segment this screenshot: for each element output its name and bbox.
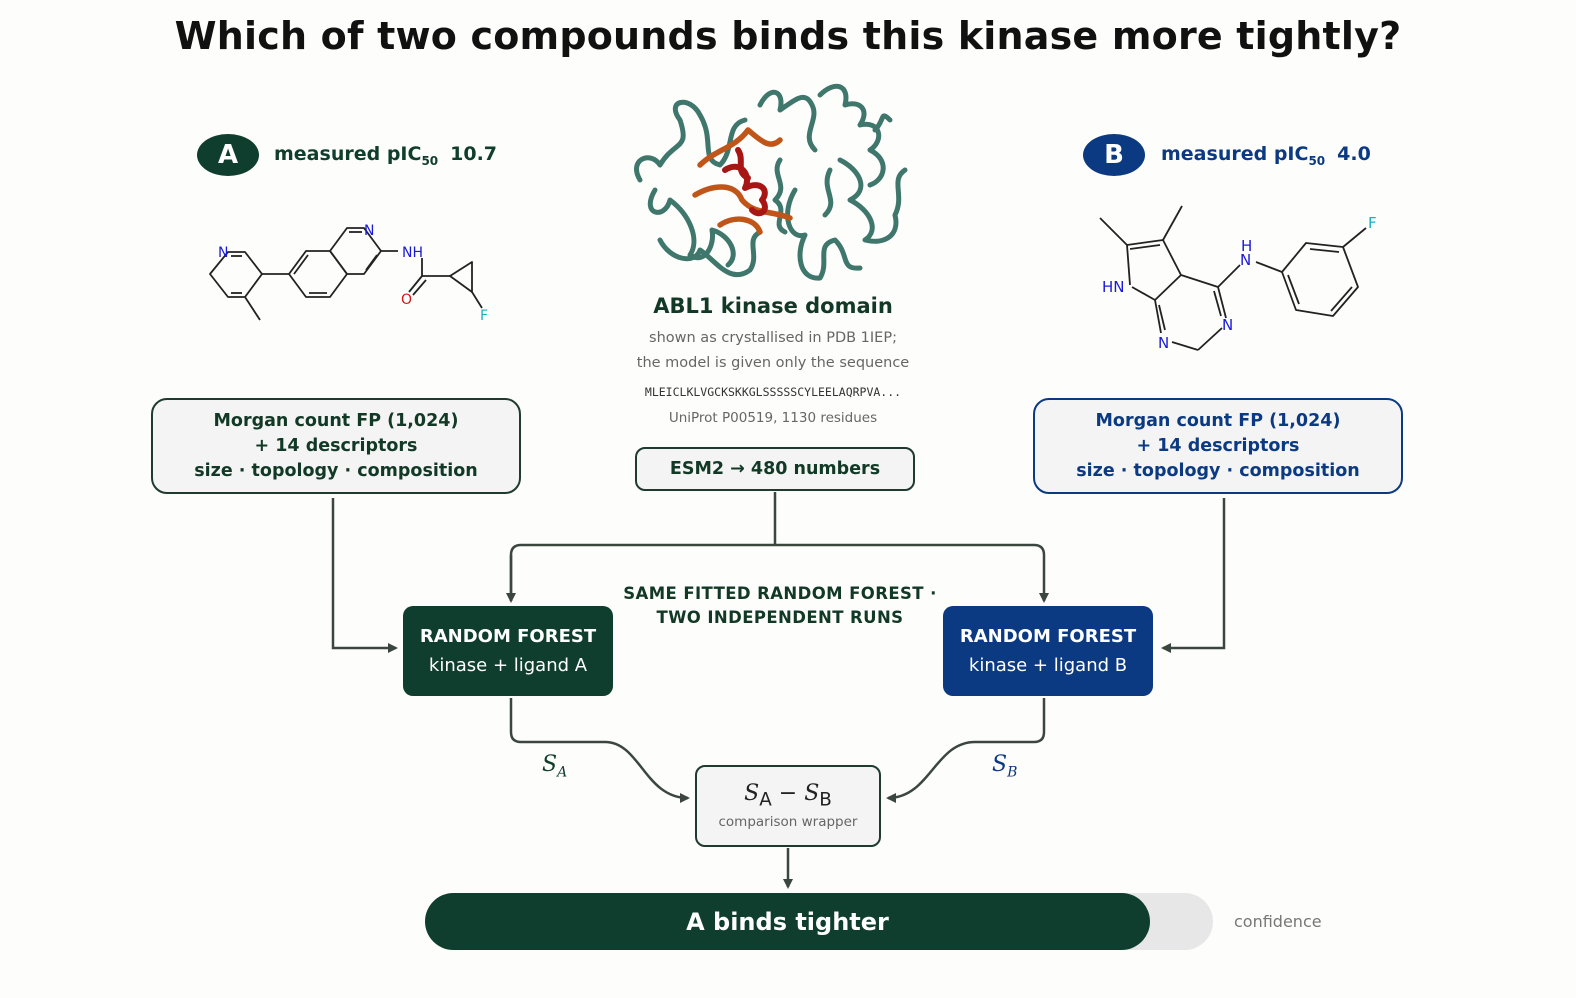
atom-label: N [1222, 316, 1233, 334]
page-title: Which of two compounds binds this kinase… [174, 14, 1402, 58]
atom-label: NH [402, 245, 423, 261]
formula-subscript: A [759, 789, 772, 811]
rf-subtitle: kinase + ligand B [968, 655, 1128, 676]
same-model-line: TWO INDEPENDENT RUNS [656, 608, 904, 627]
same-model-line: SAME FITTED RANDOM FOREST · [623, 584, 937, 603]
pic50-subscript: 50 [1308, 153, 1326, 168]
protein-note-line2: the model is given only the sequence [636, 355, 910, 371]
random-forest-a-box: RANDOM FOREST kinase + ligand A [403, 606, 613, 696]
pic50-label: measured pIC [1161, 143, 1309, 165]
ligand-b-pic50: measured pIC50 4.0 [1161, 143, 1371, 168]
score-symbol: S [992, 752, 1008, 777]
difference-formula: SA − SB [697, 781, 879, 810]
rf-title: RANDOM FOREST [959, 626, 1137, 647]
pic50-value: 4.0 [1337, 143, 1371, 165]
pic50-value: 10.7 [450, 143, 498, 165]
formula-subscript: B [819, 789, 832, 811]
features-line: Morgan count FP (1,024) [1095, 410, 1341, 431]
score-symbol: S [542, 752, 558, 777]
result-label: A binds tighter [686, 907, 889, 936]
formula-operator: − [771, 781, 805, 806]
random-forest-b-box: RANDOM FOREST kinase + ligand B [943, 606, 1153, 696]
rf-subtitle: kinase + ligand A [428, 655, 588, 676]
features-line: + 14 descriptors [254, 435, 418, 456]
confidence-bar-fill: A binds tighter [425, 893, 1150, 950]
atom-label: N [1240, 251, 1251, 269]
atom-label: N [1158, 334, 1169, 352]
ligand-b-structure: H N HN N N F [1099, 205, 1377, 352]
features-line: size · topology · composition [194, 460, 478, 481]
confidence-label: confidence [1234, 912, 1322, 931]
ligand-b-features-box: Morgan count FP (1,024) + 14 descriptors… [1033, 398, 1403, 494]
comparison-wrapper-box: SA − SB comparison wrapper [695, 765, 881, 847]
same-model-note: SAME FITTED RANDOM FOREST · TWO INDEPEND… [600, 582, 960, 630]
score-subscript: A [557, 764, 568, 781]
formula-symbol: S [744, 781, 760, 806]
score-b-label: SB [992, 752, 1017, 780]
ligand-a-features-box: Morgan count FP (1,024) + 14 descriptors… [151, 398, 521, 494]
score-a-label: SA [542, 752, 567, 780]
atom-label: O [401, 292, 412, 308]
atom-label: F [1368, 214, 1377, 232]
wrapper-caption: comparison wrapper [718, 814, 858, 831]
protein-sequence: MLEICLKLVGCKSKKGLSSSSSCYLEELAQRPVA... [644, 385, 902, 399]
score-subscript: B [1007, 764, 1018, 781]
formula-symbol: S [804, 781, 820, 806]
protein-ribbon-illustration [634, 83, 908, 281]
rf-title: RANDOM FOREST [419, 626, 597, 647]
protein-name: ABL1 kinase domain [653, 294, 893, 318]
ligand-a-badge: A [197, 134, 259, 176]
ligand-b-badge: B [1083, 134, 1145, 176]
ligand-a-pic50: measured pIC50 10.7 [274, 143, 497, 168]
atom-label: H [1241, 237, 1252, 255]
pic50-subscript: 50 [421, 153, 439, 168]
atom-label: N [218, 245, 228, 261]
atom-label: F [480, 308, 488, 324]
features-line: + 14 descriptors [1136, 435, 1300, 456]
atom-label: N [364, 223, 374, 239]
features-line: Morgan count FP (1,024) [213, 410, 459, 431]
features-line: size · topology · composition [1076, 460, 1360, 481]
pic50-label: measured pIC [274, 143, 422, 165]
atom-label: HN [1102, 278, 1125, 296]
uniprot-info: UniProt P00519, 1130 residues [668, 410, 878, 426]
ligand-a-structure: N N NH O F [209, 223, 488, 324]
esm-embedding-box: ESM2 → 480 numbers [635, 447, 915, 491]
protein-note-line1: shown as crystallised in PDB 1IEP; [649, 330, 897, 346]
